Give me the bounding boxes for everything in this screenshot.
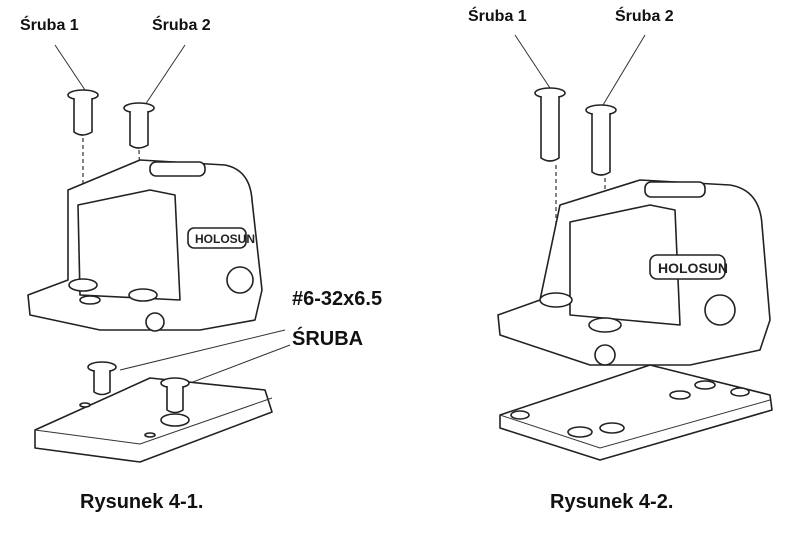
left-figure-caption: Rysunek 4-1. [80,491,204,513]
screw-spec-label: ŚRUBA [292,328,364,350]
svg-text:HOLOSUN: HOLOSUN [658,260,728,276]
svg-text:HOLOSUN: HOLOSUN [195,232,255,246]
left-screw-2 [123,102,155,149]
right-sight-body: HOLOSUN [497,179,771,366]
left-spec-screw-1 [87,361,117,396]
left-mount-plate [34,377,273,463]
left-screw-1 [67,89,99,136]
left-sight-body: HOLOSUN [27,159,263,332]
right-figure-caption: Rysunek 4-2. [550,491,674,513]
left-spec-screw-2 [160,377,190,414]
screw-spec-text: #6-32x6.5 [292,288,383,310]
right-screw-1-label: Śruba 1 [468,8,527,25]
right-screw-2-label: Śruba 2 [615,8,674,25]
right-screw-2 [585,104,617,176]
left-screw-2-label: Śruba 2 [152,17,211,34]
left-screw-1-label: Śruba 1 [20,17,79,34]
right-figure: HOLOSUN [497,34,773,461]
right-mount-plate [499,364,773,461]
left-figure: HOLOSUN [27,44,291,463]
right-screw-1 [534,87,566,162]
